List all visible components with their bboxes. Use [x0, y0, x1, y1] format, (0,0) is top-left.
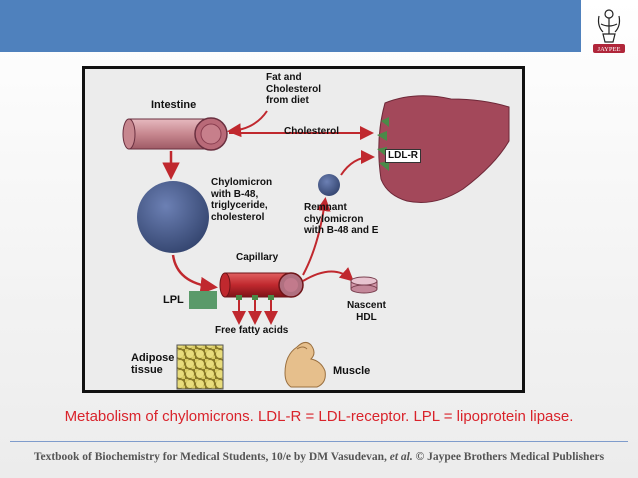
chylomicron-label: Chylomicron with B-48, triglyceride, cho… — [211, 177, 273, 223]
diet-arrow — [227, 110, 268, 138]
intestine-tube — [122, 117, 228, 151]
footer-suffix: © Jaypee Brothers Medical Publishers — [412, 451, 605, 463]
footer-citation: Textbook of Biochemistry for Medical Stu… — [0, 451, 638, 463]
ldl-receptors — [377, 117, 389, 171]
cholesterol-label: Cholesterol — [284, 126, 340, 137]
nascent-hdl-label: Nascent HDL — [347, 300, 386, 323]
muscle-label: Muscle — [333, 365, 371, 377]
footer-prefix: Textbook of Biochemistry for Medical Stu… — [33, 451, 390, 463]
lpl-label: LPL — [163, 294, 184, 306]
adipose-label: Adipose tissue — [131, 352, 175, 376]
fat-cholesterol-label: Fat and Cholesterol from diet — [266, 72, 322, 106]
capillary-tube — [219, 272, 304, 298]
diagram-figure: Intestine Fat and Cholesterol from diet … — [82, 66, 525, 393]
free-fatty-acids-label: Free fatty acids — [215, 325, 289, 336]
jaypee-logo-icon: JAYPEE — [587, 4, 631, 56]
intestine-label: Intestine — [151, 99, 197, 111]
capillary-remnant-arrow — [302, 197, 331, 276]
chylo-capillary-arrow — [171, 254, 218, 295]
muscle-arm-icon — [284, 341, 326, 388]
remnant-particle — [318, 174, 340, 196]
adipose-tissue-image — [176, 344, 224, 390]
ffa-arrows — [232, 300, 278, 325]
chylomicron-particle — [137, 181, 209, 253]
lpl-enzyme — [189, 291, 217, 309]
remnant-liver-arrow — [340, 150, 375, 176]
capillary-label: Capillary — [236, 252, 279, 263]
diagram-canvas — [122, 95, 510, 390]
nascent-hdl — [350, 276, 378, 294]
figure-caption: Metabolism of chylomicrons. LDL-R = LDL-… — [64, 408, 574, 425]
remnant-label: Remnant chylomicron with B-48 and E — [304, 202, 379, 236]
ldl-r-label: LDL-R — [385, 149, 421, 163]
title-banner — [0, 0, 581, 52]
logo-text: JAYPEE — [598, 46, 621, 53]
liver — [378, 95, 510, 203]
capillary-hdl-arrow — [302, 267, 354, 282]
footer-divider — [10, 441, 628, 442]
lpl-sites — [236, 295, 274, 300]
footer-italic: et al. — [389, 451, 413, 463]
